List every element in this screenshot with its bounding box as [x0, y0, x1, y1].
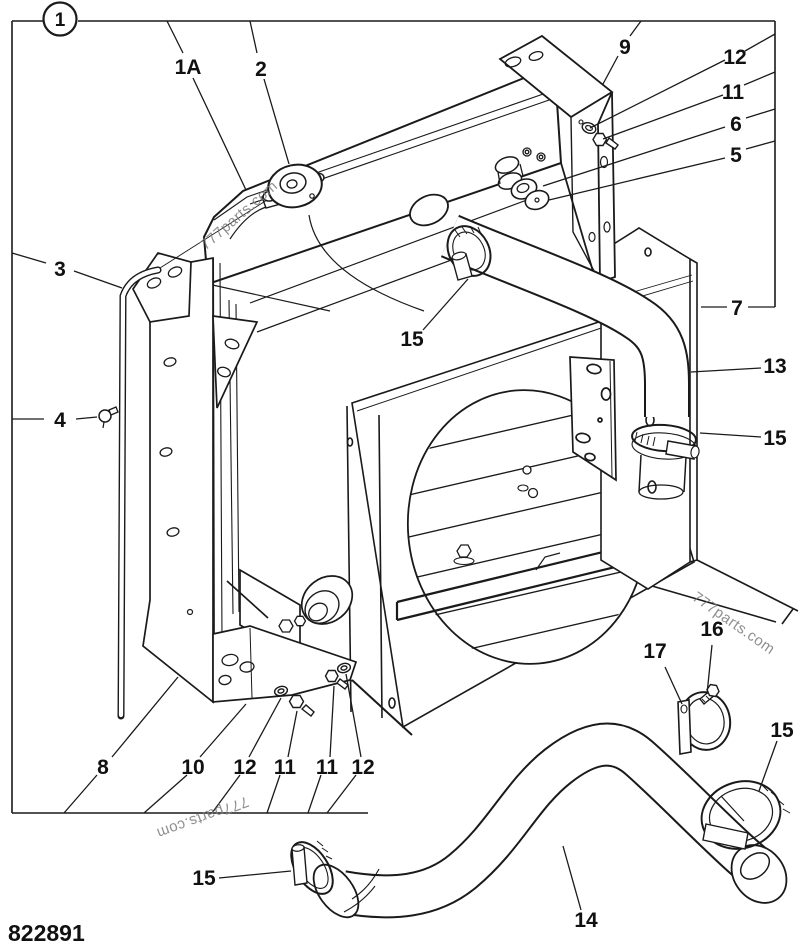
hose-end-left [312, 863, 360, 919]
callout-15-mid-right: 15 [763, 427, 787, 450]
callout-6: 6 [730, 113, 742, 136]
upper-outlet [409, 193, 449, 227]
watermark-bottom: 777parts.com [154, 793, 251, 842]
callout-4: 4 [54, 409, 66, 432]
lower-outlet-pipe [300, 575, 354, 625]
radiator-assembly [202, 76, 598, 701]
callout-labels: 1A 2 3 4 5 6 7 8 9 10 11 11 11 12 12 12 … [54, 36, 794, 932]
top-bracket [498, 34, 619, 284]
part-number: 822891 [8, 920, 85, 946]
callout-12-bottom-2: 12 [351, 756, 374, 779]
callout-14: 14 [574, 909, 598, 932]
leader-lines [11, 20, 778, 911]
callout-11-bottom-2: 11 [316, 756, 339, 779]
callout-12-top: 12 [723, 46, 746, 69]
callout-9: 9 [619, 36, 631, 59]
callout-11-bottom-1: 11 [274, 756, 297, 779]
overflow-tube [117, 199, 268, 720]
bracket-gusset [212, 315, 259, 409]
washer-12-top [581, 121, 597, 135]
callout-1: 1 [55, 10, 66, 31]
hose-clamp-15-bottom-right [700, 780, 791, 850]
upper-hose [409, 193, 700, 500]
bracket-top-tab [132, 252, 192, 323]
callout-16: 16 [700, 618, 723, 641]
callout-5: 5 [730, 144, 742, 167]
grommet-6-bush [494, 156, 520, 174]
callout-15-bottom-left: 15 [192, 867, 216, 890]
callout-15-upper: 15 [400, 328, 424, 351]
callout-8: 8 [97, 756, 109, 779]
left-mounting-bracket [132, 252, 413, 736]
callout-13: 13 [763, 355, 786, 378]
figure-number-balloon: 1 [42, 1, 78, 37]
callout-11-top: 11 [722, 81, 745, 104]
hose-clamp-15-upper [446, 225, 492, 281]
bolt-11-bottom-1 [300, 704, 315, 717]
bottom-mounting-bracket [212, 625, 358, 703]
grommet-washers [494, 156, 550, 211]
callout-7: 7 [731, 297, 743, 320]
hose-clamp-15-mid [631, 423, 700, 460]
callout-15-bottom-right: 15 [770, 719, 794, 742]
bottom-bolts-washers [273, 662, 352, 717]
tube-clip [98, 406, 119, 429]
callout-12-bottom-1: 12 [233, 756, 256, 779]
shroud-mounting-bracket [517, 356, 617, 499]
bolt-11-top [605, 136, 619, 150]
callout-10: 10 [181, 756, 204, 779]
radiator-cap [261, 163, 325, 209]
hose-clamp-15-bottom-left [290, 840, 334, 895]
pipe-clamp-17 [677, 683, 732, 755]
callout-17: 17 [643, 640, 666, 663]
callout-1a: 1A [175, 56, 202, 79]
callout-3: 3 [54, 258, 66, 281]
lower-hose [290, 722, 791, 919]
side-panel [600, 227, 799, 625]
callout-2: 2 [255, 58, 267, 81]
group-border-frame [11, 20, 776, 814]
radiator-top-tank [202, 76, 563, 286]
